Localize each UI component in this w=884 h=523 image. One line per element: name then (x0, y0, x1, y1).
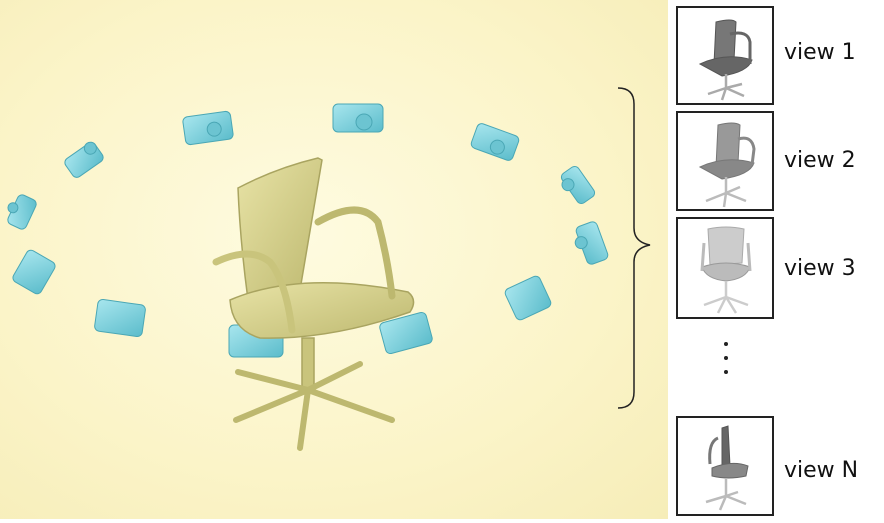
camera-icon (333, 104, 383, 132)
view-label: view 2 (784, 148, 856, 173)
camera-icon (504, 275, 553, 322)
ellipsis-indicator (716, 338, 736, 378)
scene-illustration (0, 0, 670, 519)
scene-canvas (0, 0, 670, 519)
camera-icon (556, 165, 596, 208)
chair-view-icon (678, 219, 772, 317)
chair-view-icon (678, 113, 772, 209)
camera-icon (182, 111, 233, 145)
camera-icon (11, 248, 57, 295)
view-thumbnail (676, 111, 774, 211)
chair-view-icon (678, 418, 772, 514)
chair-view-icon (678, 8, 772, 103)
view-thumbnail (676, 6, 774, 105)
view-label: view 3 (784, 256, 856, 281)
view-thumbnail (676, 416, 774, 516)
view-label: view N (784, 458, 858, 483)
camera-icon (470, 122, 520, 161)
camera-icon (2, 191, 38, 231)
view-label: view 1 (784, 40, 856, 65)
office-chair (216, 158, 414, 448)
camera-icon (570, 220, 609, 267)
camera-icon (94, 299, 146, 337)
camera-icon (62, 140, 105, 179)
view-thumbnail (676, 217, 774, 319)
curly-brace (618, 88, 650, 408)
